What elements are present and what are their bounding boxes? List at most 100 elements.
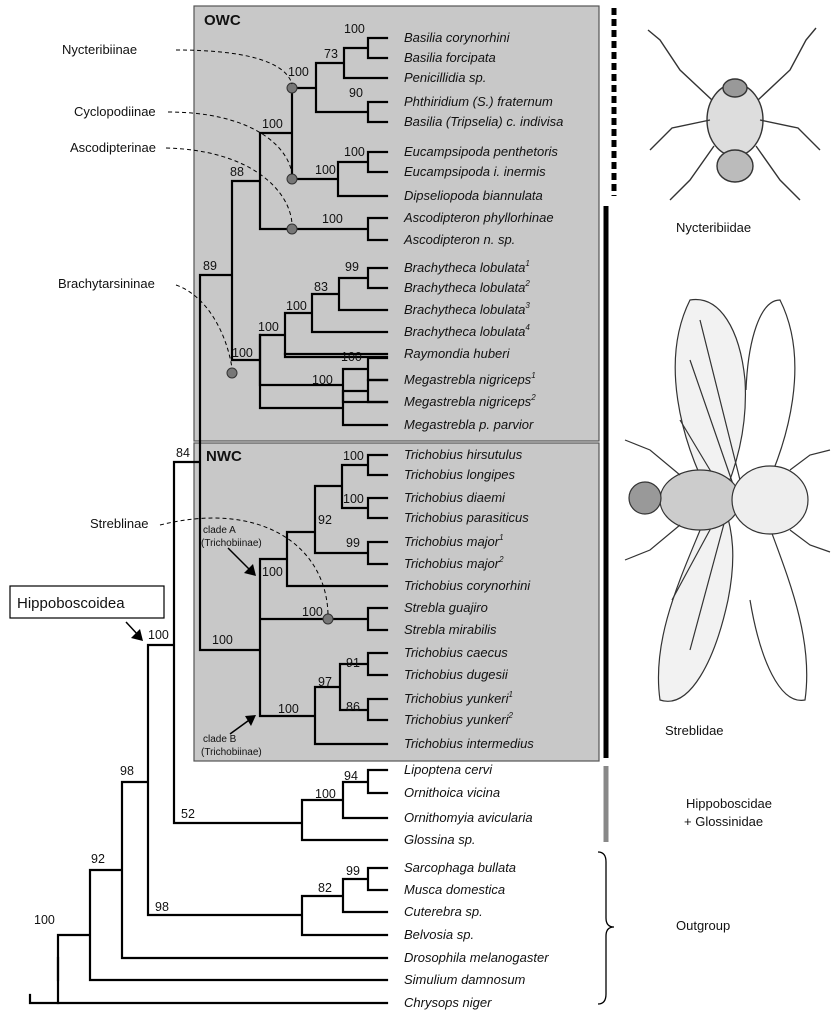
support-value: 82 [318, 881, 332, 895]
taxon-label: Ascodipteron phyllorhinae [403, 210, 554, 225]
hippoboscoidea-arrow-head [131, 629, 143, 641]
taxon-label: Brachytheca lobulata1 [404, 259, 530, 275]
support-value: 100 [315, 787, 336, 801]
support-value: 100 [262, 117, 283, 131]
taxon-superscript: 2 [508, 711, 514, 720]
streblid-fly-illustration [625, 300, 830, 702]
hippoboscoidea-label: Hippoboscoidea [17, 595, 125, 612]
support-value: 99 [346, 864, 360, 878]
support-value: 100 [343, 449, 364, 463]
taxon-label: Brachytheca lobulata2 [404, 279, 530, 295]
taxon-label: Musca domestica [404, 882, 505, 897]
taxon-label: Belvosia sp. [404, 927, 474, 942]
taxon-label: Trichobius longipes [404, 467, 516, 482]
taxon-label: Basilia corynorhini [404, 30, 511, 45]
taxon-label: Trichobius yunkeri1 [404, 690, 513, 706]
support-value: 88 [230, 165, 244, 179]
taxon-label: Phthiridium (S.) fraternum [404, 94, 553, 109]
support-value: 86 [346, 700, 360, 714]
taxon-label: Trichobius major1 [404, 533, 504, 549]
support-value: 100 [302, 605, 323, 619]
taxon-label: Trichobius diaemi [404, 490, 506, 505]
cyclopodiinae-node [287, 174, 297, 184]
taxon-label: Megastrebla p. parvior [404, 417, 534, 432]
taxon-label: Cuterebra sp. [404, 904, 483, 919]
taxon-superscript: 1 [509, 690, 513, 699]
support-value: 100 [344, 145, 365, 159]
taxon-superscript: 2 [530, 393, 536, 402]
owc-label: OWC [204, 12, 241, 29]
taxon-label: Eucampsipoda penthetoris [404, 144, 558, 159]
streblinae-node [323, 614, 333, 624]
support-value: 99 [345, 260, 359, 274]
taxon-label: Ascodipteron n. sp. [403, 232, 515, 247]
taxon-label: Trichobius yunkeri2 [404, 711, 514, 727]
support-value: 89 [203, 259, 217, 273]
taxon-label: Strebla guajiro [404, 600, 488, 615]
taxon-label: Lipoptena cervi [404, 762, 493, 777]
support-value: 91 [346, 656, 360, 670]
support-value: 84 [176, 446, 190, 460]
brachytarsininae-label: Brachytarsininae [58, 276, 155, 291]
outgroup-brace [598, 852, 614, 1004]
streblidae-label: Streblidae [665, 723, 724, 738]
support-value: 98 [155, 900, 169, 914]
support-value: 100 [288, 65, 309, 79]
taxon-superscript: 1 [525, 259, 529, 268]
taxon-label: Glossina sp. [404, 832, 476, 847]
taxon-superscript: 4 [525, 323, 530, 332]
support-value: 83 [314, 280, 328, 294]
clade-b-label-line1: clade B [203, 734, 237, 745]
support-value: 92 [318, 513, 332, 527]
taxon-label: Trichobius corynorhini [404, 578, 531, 593]
support-value: 100 [286, 299, 307, 313]
support-value: 100 [315, 163, 336, 177]
support-value: 100 [343, 492, 364, 506]
taxon-label: Trichobius parasiticus [404, 510, 529, 525]
nycteribiinae-node [287, 83, 297, 93]
support-value: 100 [258, 320, 279, 334]
support-value: 100 [232, 346, 253, 360]
taxon-label: Trichobius intermedius [404, 736, 534, 751]
clade-a-label-line2: (Trichobiinae) [201, 538, 262, 549]
support-value: 52 [181, 807, 195, 821]
cyclopodiinae-label: Cyclopodiinae [74, 104, 156, 119]
taxon-label: Trichobius hirsutulus [404, 447, 523, 462]
nwc-label: NWC [206, 448, 242, 465]
nwc-panel [194, 443, 599, 761]
nycteribiidae-label: Nycteribiidae [676, 220, 751, 235]
support-value: 100 [341, 350, 362, 364]
support-value: 94 [344, 769, 358, 783]
taxon-superscript: 3 [525, 301, 530, 310]
brachytarsininae-node [227, 368, 237, 378]
taxon-label: Brachytheca lobulata3 [404, 301, 530, 317]
support-value: 100 [212, 633, 233, 647]
taxon-superscript: 1 [531, 371, 535, 380]
taxon-label: Megastrebla nigriceps2 [404, 393, 536, 409]
hippoboscidae-label-line1: Hippoboscidae [686, 796, 772, 811]
taxon-label: Basilia (Tripselia) c. indivisa [404, 114, 563, 129]
support-value: 92 [91, 852, 105, 866]
taxon-label: Basilia forcipata [404, 50, 496, 65]
outgroup-label: Outgroup [676, 918, 730, 933]
taxon-label: Sarcophaga bullata [404, 860, 516, 875]
taxon-label: Strebla mirabilis [404, 622, 497, 637]
support-value: 97 [318, 675, 332, 689]
hippoboscidae-label-line2: + Glossinidae [684, 814, 763, 829]
taxon-label: Trichobius major2 [404, 555, 504, 571]
support-value: 100 [148, 628, 169, 642]
support-value: 100 [344, 22, 365, 36]
taxon-label: Megastrebla nigriceps1 [404, 371, 536, 387]
support-value: 99 [346, 536, 360, 550]
taxon-label: Simulium damnosum [404, 972, 526, 987]
taxon-label: Penicillidia sp. [404, 70, 486, 85]
nycteribiid-fly-illustration [648, 28, 820, 200]
support-value: 100 [262, 565, 283, 579]
taxon-label: Dipseliopoda biannulata [404, 188, 543, 203]
ascodipterinae-label: Ascodipterinae [70, 140, 156, 155]
taxon-label: Trichobius caecus [404, 645, 508, 660]
taxon-label: Drosophila melanogaster [404, 950, 549, 965]
taxon-label: Brachytheca lobulata4 [404, 323, 530, 339]
support-value: 100 [322, 212, 343, 226]
